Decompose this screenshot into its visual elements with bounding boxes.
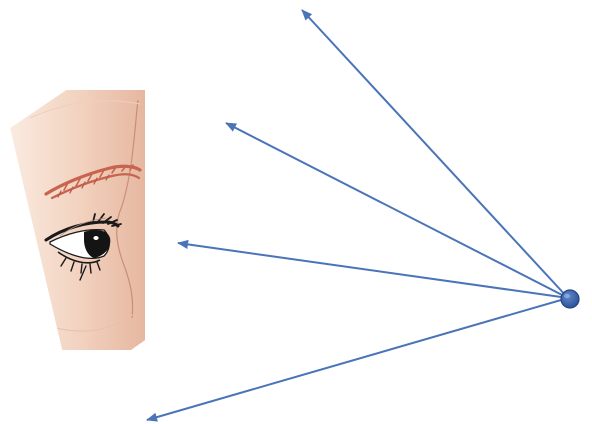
ray-arrow-2 bbox=[226, 123, 568, 298]
source-dot-highlight bbox=[564, 294, 570, 298]
eye-profile-icon bbox=[0, 0, 158, 400]
light-source-icon bbox=[561, 290, 579, 308]
source-dot bbox=[561, 290, 579, 308]
light-rays bbox=[147, 10, 568, 420]
ray-arrow-4 bbox=[147, 298, 568, 420]
ray-arrow-3 bbox=[178, 243, 568, 298]
ray-arrow-1 bbox=[302, 10, 568, 298]
